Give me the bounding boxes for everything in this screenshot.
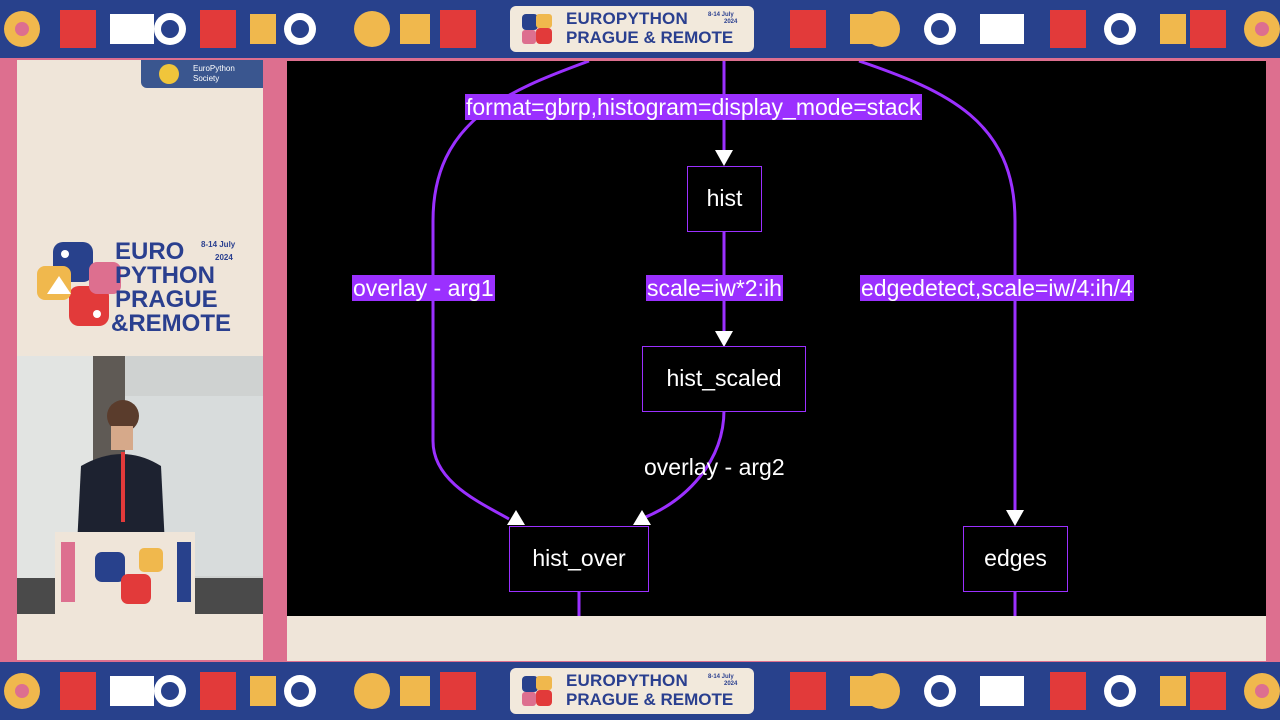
logo-year: 2024	[215, 253, 233, 262]
logo-text-python: PYTHON	[115, 262, 216, 289]
edge-label-edgedetect: edgedetect,scale=iw/4:ih/4	[860, 275, 1134, 301]
arrowhead-hist	[715, 150, 733, 166]
node-hist: hist	[687, 166, 762, 232]
banner-dates: 8-14 July	[708, 12, 734, 18]
logo-text-prague: PRAGUE	[115, 286, 218, 313]
node-hist-scaled: hist_scaled	[642, 346, 806, 412]
banner-title: EUROPYTHON	[566, 9, 688, 28]
logo-dates: 8-14 July	[201, 240, 236, 249]
europython-society-badge: EuroPython Society	[141, 60, 263, 88]
top-banner: EUROPYTHON PRAGUE & REMOTE 8-14 July 202…	[0, 0, 1280, 58]
left-sidebar: EuroPython Society EURO PYTHON PRAGUE &R…	[17, 60, 263, 660]
banner-dates: 8-14 July	[708, 674, 734, 680]
speaker-video-image	[17, 356, 263, 614]
europython-logo-icon	[37, 242, 121, 326]
edge-label-overlay-arg1: overlay - arg1	[352, 275, 495, 301]
bottom-banner: EUROPYTHON PRAGUE & REMOTE 8-14 July 202…	[0, 662, 1280, 720]
python-logo-icon	[522, 676, 552, 706]
banner-year: 2024	[724, 19, 738, 25]
graph-edges	[431, 61, 1024, 616]
banner-pattern	[4, 10, 1280, 48]
edge-label-format: format=gbrp,histogram=display_mode=stack	[465, 94, 922, 120]
edge-overlay-arg2	[640, 409, 726, 521]
banner-pattern-bottom	[4, 672, 1280, 710]
society-logo-icon	[159, 64, 179, 84]
society-label: Society	[193, 74, 220, 83]
arrowhead-hist-over-right	[633, 510, 651, 525]
banner-subtitle: PRAGUE & REMOTE	[566, 690, 734, 709]
banner-subtitle: PRAGUE & REMOTE	[566, 28, 734, 47]
banner-logo-bottom: EUROPYTHON PRAGUE & REMOTE 8-14 July 202…	[510, 668, 754, 714]
arrowhead-hist-over-left	[507, 510, 525, 525]
logo-text-remote: &REMOTE	[111, 310, 231, 337]
arrowhead-edges	[1006, 510, 1024, 526]
speaker-camera-feed	[17, 356, 263, 614]
banner-logo: EUROPYTHON PRAGUE & REMOTE 8-14 July 202…	[510, 6, 754, 52]
society-name: EuroPython	[193, 64, 235, 73]
node-edges: edges	[963, 526, 1068, 592]
slide-footer	[287, 616, 1266, 661]
edge-overlay-arg1	[431, 61, 590, 521]
logo-text-euro: EURO	[115, 238, 185, 265]
arrowhead-hist-scaled	[715, 331, 733, 347]
edge-edgedetect	[858, 61, 1017, 513]
python-logo-icon	[522, 14, 552, 44]
banner-year: 2024	[724, 681, 738, 687]
slide-graph: format=gbrp,histogram=display_mode=stack…	[287, 61, 1266, 616]
banner-title: EUROPYTHON	[566, 671, 688, 690]
edge-label-overlay-arg2: overlay - arg2	[644, 454, 785, 480]
edge-label-scale: scale=iw*2:ih	[646, 275, 783, 301]
node-hist-over: hist_over	[509, 526, 649, 592]
right-border	[1266, 60, 1280, 662]
